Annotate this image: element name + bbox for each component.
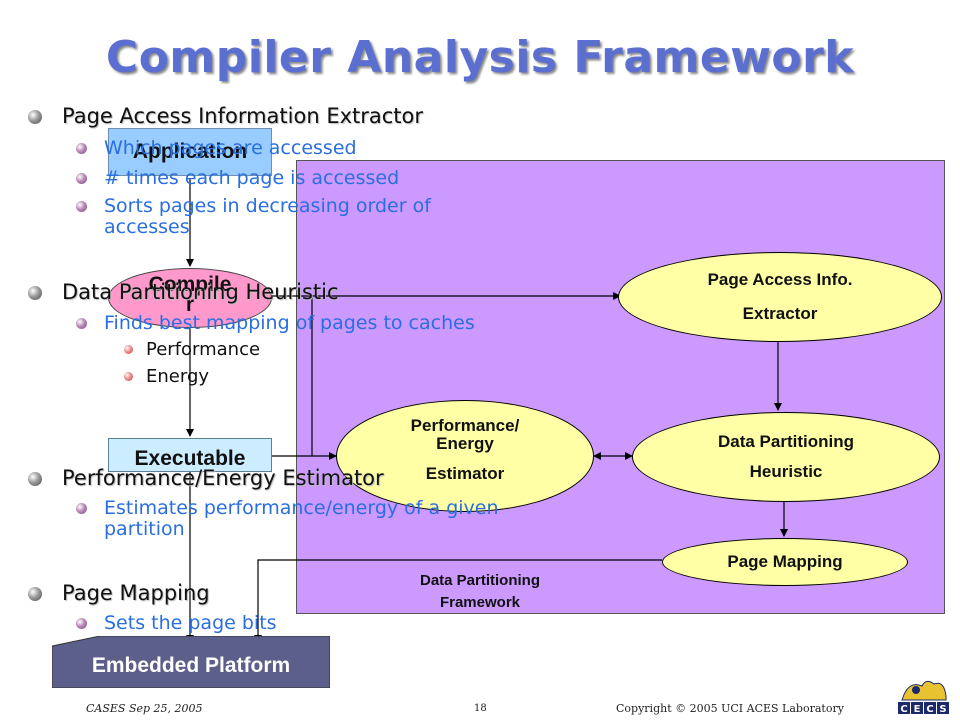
subbullet-dot bbox=[76, 173, 87, 184]
subbullet-sorts-pages: Sorts pages in decreasing order of acces… bbox=[104, 195, 431, 238]
subbullet-dot bbox=[76, 143, 87, 154]
slide-title: Compiler Analysis Framework bbox=[105, 32, 855, 83]
data-partitioning-label-line1: Data Partitioning bbox=[717, 432, 854, 451]
framework-label: Data Partitioning Framework bbox=[370, 570, 590, 614]
svg-text:C: C bbox=[926, 704, 933, 715]
executable-label: Executable bbox=[134, 447, 246, 470]
bullet-perf-energy-estimator: Performance/Energy Estimator bbox=[62, 466, 384, 490]
bullet-dot bbox=[28, 587, 42, 601]
bullet-dot bbox=[28, 472, 42, 486]
cecs-logo-graphic: C E C S bbox=[896, 676, 952, 716]
footer-conference: CASES Sep 25, 2005 bbox=[86, 702, 203, 715]
subbullet-dot bbox=[76, 318, 87, 329]
subbullet-estimates-perf: Estimates performance/energy of a given … bbox=[104, 497, 499, 540]
svg-text:S: S bbox=[939, 704, 946, 715]
footer-copyright: Copyright © 2005 UCI ACES Laboratory bbox=[616, 702, 844, 715]
subbullet-sets-page-bits: Sets the page bits bbox=[104, 612, 277, 634]
framework-label-line1: Data Partitioning bbox=[419, 572, 540, 589]
perf-energy-estimator-node: Performance/ Energy Estimator bbox=[336, 400, 594, 512]
page-access-label-line1: Page Access Info. bbox=[707, 270, 853, 289]
bullet-dot bbox=[28, 286, 42, 300]
perf-energy-label-line1: Performance/ bbox=[410, 416, 520, 435]
subsubbullet-performance: Performance bbox=[146, 339, 261, 360]
subsubbullet-energy: Energy bbox=[146, 366, 210, 387]
page-mapping-label: Page Mapping bbox=[727, 552, 843, 571]
subsubbullet-dot bbox=[124, 345, 133, 354]
data-partitioning-label-line2: Heuristic bbox=[749, 462, 823, 481]
subbullet-dot bbox=[76, 201, 87, 212]
cecs-logo: C E C S bbox=[896, 676, 952, 716]
application-label: Application bbox=[132, 140, 248, 163]
subsubbullet-dot bbox=[124, 372, 133, 381]
framework-label-line2: Framework bbox=[439, 594, 521, 611]
perf-energy-label-line2: Energy bbox=[436, 434, 494, 453]
executable-box: Executable bbox=[108, 438, 272, 472]
page-access-extractor-node: Page Access Info. Extractor bbox=[618, 252, 942, 342]
page-access-label-line2: Extractor bbox=[742, 304, 818, 323]
application-box: Application bbox=[108, 128, 272, 176]
subbullet-best-mapping: Finds best mapping of pages to caches bbox=[104, 312, 475, 334]
bullet-dot bbox=[28, 110, 42, 124]
footer-page-number: 18 bbox=[474, 703, 487, 714]
bullet-page-access-extractor: Page Access Information Extractor bbox=[62, 104, 424, 128]
page-mapping-node: Page Mapping bbox=[662, 538, 908, 586]
embedded-platform-label: Embedded Platform bbox=[91, 654, 291, 677]
subbullet-dot bbox=[76, 503, 87, 514]
svg-text:C: C bbox=[900, 704, 907, 715]
bullet-page-mapping: Page Mapping bbox=[62, 581, 210, 605]
embedded-platform-shape bbox=[52, 636, 330, 688]
compiler-oval: Compile r bbox=[108, 268, 272, 328]
bullet-data-partitioning-heuristic: Data Partitioning Heuristic bbox=[62, 280, 339, 304]
subbullet-times-accessed: # times each page is accessed bbox=[104, 167, 400, 189]
framework-region bbox=[296, 160, 945, 614]
perf-energy-label-line3: Estimator bbox=[425, 464, 505, 483]
data-partitioning-heuristic-node: Data Partitioning Heuristic bbox=[632, 412, 940, 502]
compiler-label-line1: Compile bbox=[148, 273, 232, 296]
subbullet-dot bbox=[76, 618, 87, 629]
subbullet-which-pages: Which pages are accessed bbox=[104, 137, 357, 159]
svg-text:E: E bbox=[914, 704, 921, 715]
compiler-label-line2: r bbox=[185, 293, 195, 316]
